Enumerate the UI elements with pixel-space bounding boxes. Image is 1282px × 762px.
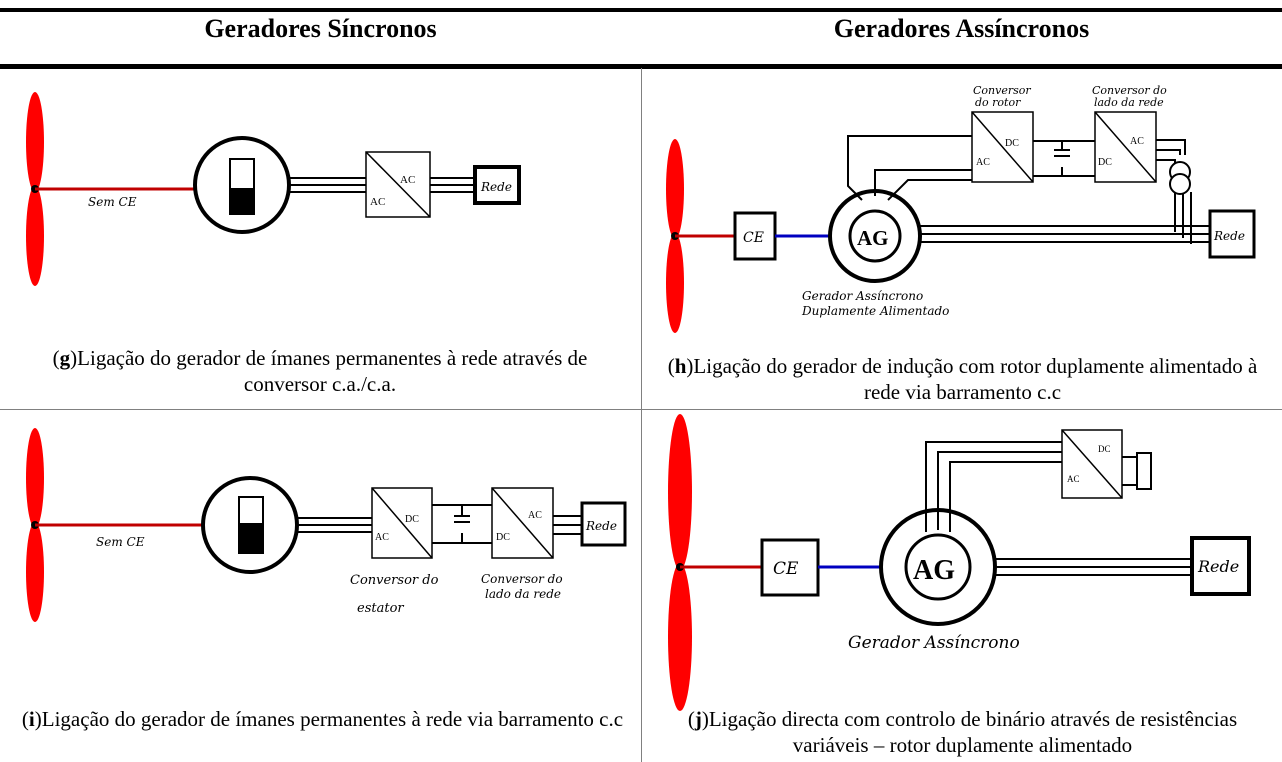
grid-box-g: Rede (473, 165, 521, 205)
svg-text:AC: AC (976, 157, 990, 168)
panel-g-diagram: Sem CE AC AC Rede (26, 92, 521, 286)
svg-text:AG: AG (913, 555, 955, 586)
svg-text:CE: CE (743, 230, 764, 246)
caption-h: (h)Ligação do gerador de indução com rot… (667, 354, 1258, 404)
rotor-converter-h: DC AC Conversor do rotor (971, 84, 1034, 183)
induction-generator-h: AG (828, 189, 922, 283)
gearbox-j: CE (760, 538, 820, 597)
svg-text:Conversor do: Conversor do (1092, 84, 1167, 97)
svg-text:Rede: Rede (585, 519, 617, 533)
induction-generator-j: AG (879, 508, 997, 626)
pm-generator-g (193, 136, 291, 234)
top-rule (0, 8, 1282, 12)
caption-g: (g)Ligação do gerador de ímanes permanen… (52, 346, 588, 396)
stator-lines-h (918, 225, 1210, 243)
panel-j-diagram: CE AG DC AC Rede (668, 414, 1251, 711)
svg-text:AG: AG (857, 226, 889, 250)
sem-ce-label-g: Sem CE (88, 195, 137, 209)
svg-text:do rotor: do rotor (975, 96, 1021, 109)
grid-side-converter-h: AC DC Conversor do lado da rede (1092, 84, 1167, 183)
panel-h-diagram: CE AG (666, 84, 1256, 333)
stator-lines-j (995, 558, 1192, 576)
ac-label-g-out: AC (400, 174, 415, 186)
svg-text:lado da rede: lado da rede (485, 587, 561, 601)
three-phase-lines-i (296, 504, 582, 544)
svg-text:Sem CE: Sem CE (96, 535, 145, 549)
variable-resistor-j (1136, 452, 1152, 490)
three-phase-lines-g (288, 177, 475, 193)
svg-text:DC: DC (1098, 157, 1112, 168)
ac-label-g-in: AC (370, 196, 385, 208)
svg-text:Gerador Assíncrono: Gerador Assíncrono (802, 289, 923, 303)
sync-header: Geradores Síncronos (204, 14, 437, 43)
rotor-lines-j (925, 441, 1137, 532)
svg-text:Gerador Assíncrono: Gerador Assíncrono (848, 633, 1020, 653)
caption-i: (i)Ligação do gerador de ímanes permanen… (21, 707, 624, 731)
rotor-lines-h (847, 135, 1192, 244)
grid-box-i: Rede (580, 501, 627, 547)
grid-side-converter-i: AC DC (491, 487, 554, 559)
svg-text:estator: estator (357, 601, 404, 616)
svg-text:Duplamente Alimentado: Duplamente Alimentado (801, 304, 949, 318)
transformer-h (1169, 161, 1191, 195)
svg-text:Conversor do: Conversor do (350, 573, 439, 588)
rotor-converter-j: DC AC (1061, 429, 1123, 499)
svg-text:AC: AC (528, 510, 542, 521)
svg-text:CE: CE (773, 559, 799, 579)
svg-text:lado da rede: lado da rede (1094, 96, 1164, 109)
turbine-blades-j (668, 414, 692, 711)
svg-text:Conversor: Conversor (973, 84, 1031, 97)
column-divider (641, 68, 642, 762)
svg-text:AC: AC (1130, 136, 1144, 147)
grid-box-h: Rede (1208, 209, 1256, 259)
svg-text:AC: AC (1067, 474, 1080, 484)
svg-text:Rede: Rede (1197, 557, 1239, 576)
panel-i-diagram: Sem CE DC AC AC DC Rede C (26, 428, 627, 622)
ac-ac-converter-g: AC AC (365, 151, 431, 218)
svg-text:DC: DC (1098, 444, 1111, 454)
svg-text:Rede: Rede (1213, 229, 1245, 243)
grid-box-j: Rede (1190, 536, 1251, 596)
svg-text:AC: AC (375, 532, 389, 543)
row-divider (0, 409, 1282, 410)
svg-text:DC: DC (405, 514, 419, 525)
gearbox-h: CE (733, 211, 777, 261)
svg-text:Conversor do: Conversor do (481, 572, 563, 586)
svg-text:DC: DC (496, 532, 510, 543)
svg-text:Rede: Rede (480, 180, 512, 194)
pm-generator-i (201, 476, 299, 574)
stator-converter-i: DC AC (371, 487, 433, 559)
caption-j: (j)Ligação directa com controlo de binár… (687, 707, 1238, 757)
async-header: Geradores Assíncronos (833, 14, 1090, 43)
header-rule (0, 64, 1282, 69)
svg-text:DC: DC (1005, 138, 1019, 149)
